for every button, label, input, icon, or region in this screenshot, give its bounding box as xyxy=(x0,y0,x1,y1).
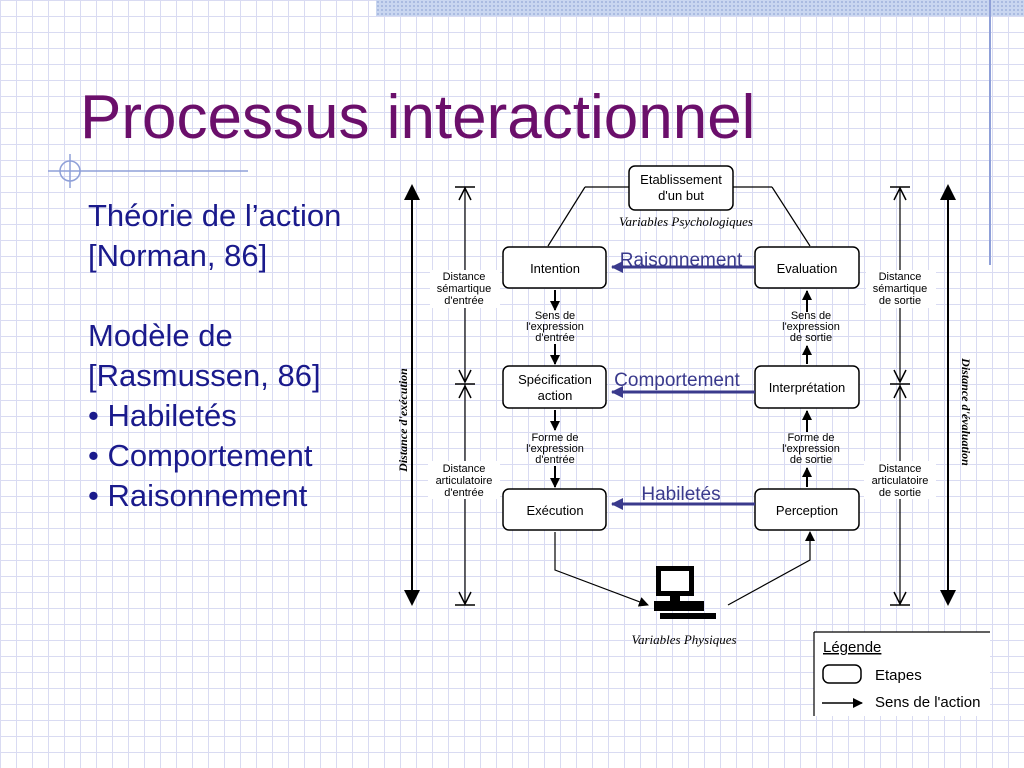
perception-box: Perception xyxy=(754,488,860,531)
body-line-theory: Théorie de l’action xyxy=(88,198,342,233)
body-line-rasmussen: [Rasmussen, 86] xyxy=(88,358,321,393)
dist-sem-sortie-3: de sortie xyxy=(879,295,921,307)
dist-sem-sortie-2: sémartique xyxy=(873,283,927,295)
dist-sem-entree-1: Distance xyxy=(443,271,486,283)
dist-art-entree-2: articulatoire xyxy=(436,475,493,487)
dist-art-entree-1: Distance xyxy=(443,463,486,475)
forme-sortie-1: Forme de xyxy=(787,432,834,444)
forme-sortie-2: l'expression xyxy=(782,443,840,455)
dist-art-sortie-1: Distance xyxy=(879,463,922,475)
bullet-comportement: • Comportement xyxy=(88,438,313,473)
execution-box: Exécution xyxy=(502,488,607,531)
legend-title: Légende xyxy=(823,639,881,656)
distance-evaluation-head-bottom xyxy=(940,590,956,606)
distance-evaluation-label: Distance d'évaluation xyxy=(959,357,973,466)
dist-sem-entree-3: d'entrée xyxy=(444,295,483,307)
evaluation-box: Evaluation xyxy=(754,246,860,289)
raisonnement-label: Raisonnement xyxy=(620,250,743,271)
right-decor-line xyxy=(989,0,991,265)
variables-psychologiques: Variables Psychologiques xyxy=(619,214,753,229)
interpretation-label: Interprétation xyxy=(769,380,846,395)
forme-sortie-3: de sortie xyxy=(790,454,832,466)
legend-sens: Sens de l'action xyxy=(875,694,980,711)
forme-entree-3: d'entrée xyxy=(535,454,574,466)
forme-entree-1: Forme de xyxy=(531,432,578,444)
distance-execution-head-top xyxy=(404,184,420,200)
dist-sem-entree-2: sémartique xyxy=(437,283,491,295)
slide-body: Théorie de l’action [Norman, 86] Modèle … xyxy=(88,196,388,516)
sens-entree-1: Sens de xyxy=(535,310,575,322)
sens-entree-3: d'entrée xyxy=(535,332,574,344)
goal-label-2: d'un but xyxy=(658,188,704,203)
goal-right-diag xyxy=(771,186,811,247)
distance-execution-head-bottom xyxy=(404,590,420,606)
interpretation-box: Interprétation xyxy=(754,365,860,409)
goal-box: Etablissement d'un but xyxy=(628,165,734,211)
specification-box: Spécification action xyxy=(502,365,607,409)
dist-art-entree-3: d'entrée xyxy=(444,487,483,499)
dist-art-sortie-2: articulatoire xyxy=(872,475,929,487)
intention-box: Intention xyxy=(502,246,607,289)
sens-entree-2: l'expression xyxy=(526,321,584,333)
specification-label-1: Spécification xyxy=(518,372,592,387)
legend-etapes-swatch xyxy=(822,664,862,684)
body-line-norman: [Norman, 86] xyxy=(88,238,268,273)
goal-label-1: Etablissement xyxy=(640,172,722,187)
computer-icon xyxy=(654,566,716,619)
distance-execution-label: Distance d'exécution xyxy=(396,368,410,473)
bullet-raisonnement: • Raisonnement xyxy=(88,478,308,513)
body-line-model: Modèle de xyxy=(88,318,233,353)
distance-evaluation-head-top xyxy=(940,184,956,200)
specification-label-2: action xyxy=(538,388,573,403)
top-decor-band xyxy=(376,0,1024,16)
forme-entree-2: l'expression xyxy=(526,443,584,455)
bullet-habiletes: • Habiletés xyxy=(88,398,237,433)
comportement-label: Comportement xyxy=(614,370,740,391)
intention-label: Intention xyxy=(530,261,580,276)
habiletes-label: Habiletés xyxy=(641,484,720,505)
dist-sem-sortie-1: Distance xyxy=(879,271,922,283)
sens-sortie-3: de sortie xyxy=(790,332,832,344)
arrow-computer-to-perception xyxy=(727,531,815,606)
legend-etapes: Etapes xyxy=(875,667,922,684)
perception-label: Perception xyxy=(776,503,838,518)
goal-left-diag xyxy=(547,186,586,247)
arrow-execution-to-computer xyxy=(554,532,649,607)
evaluation-label: Evaluation xyxy=(777,261,838,276)
sens-sortie-1: Sens de xyxy=(791,310,831,322)
variables-physiques: Variables Physiques xyxy=(631,632,736,647)
slide-title: Processus interactionnel xyxy=(80,83,756,152)
sens-sortie-2: l'expression xyxy=(782,321,840,333)
legend: Légende Etapes Sens de l'action xyxy=(813,631,990,716)
title-ornament xyxy=(48,154,248,188)
execution-label: Exécution xyxy=(526,503,583,518)
dist-art-sortie-3: de sortie xyxy=(879,487,921,499)
